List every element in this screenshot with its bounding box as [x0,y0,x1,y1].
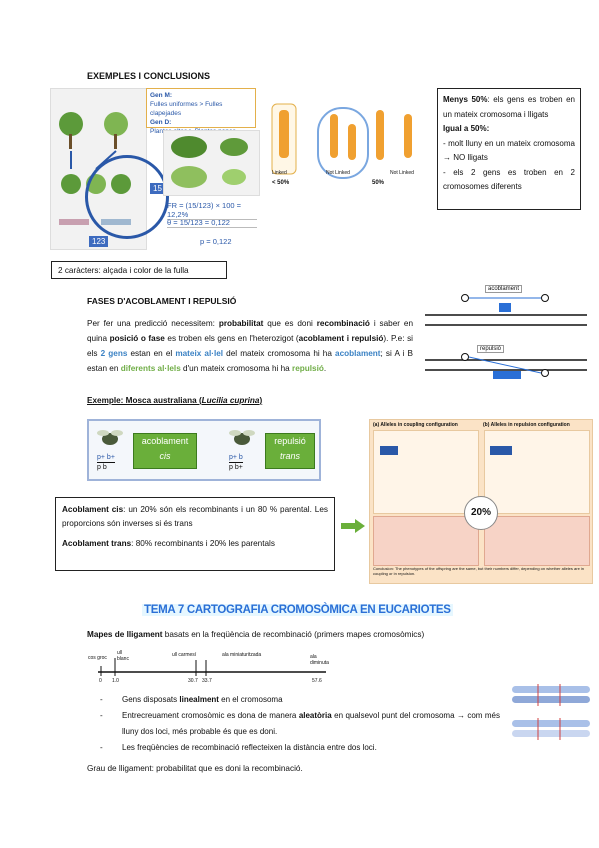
lt50-label: < 50% [272,180,290,186]
characters-caption: 2 caràcters: alçada i color de la fulla [51,261,227,279]
conclusion-line-1: Menys 50%: els gens es troben en un mate… [443,95,575,119]
bullet-2: Entrecreuament cromosòmic es dona de man… [100,708,500,740]
genetic-map: cos groc ull blanc ull carmesí ala minia… [88,648,329,688]
crossover-chromosomes [512,684,590,740]
arrow-right-icon [341,519,365,533]
fig-b-title: (b) Alleles in repulsion configuration [483,422,570,428]
linkage-degree-line: Grau de lligament: probabilitat que es d… [87,764,303,773]
map-pos-33-7: 33.7 [202,678,212,684]
fig-center-percentage: 20% [464,496,498,530]
tema7-title: TEMA 7 CARTOGRAFIA CROMOSÒMICA EN EUCARI… [142,604,453,616]
count-15-badge: 15 [150,183,165,194]
gene-m-label: Gen M: [150,92,173,99]
coupling-cis-text: Acoblament cis: un 20% són els recombina… [62,505,328,528]
bullet-1: Gens disposats linealment en el cromosom… [100,692,500,708]
fig-cis-tag [380,446,398,455]
theta-formula: θ = 15/123 = 0,122 [167,218,257,228]
bullet-3: Les freqüències de recombinació reflecte… [100,740,500,756]
map-label-cos-groc: cos groc [88,655,107,661]
linkage-bullets: Gens disposats linealment en el cromosom… [100,692,500,756]
leaf-phenotypes-figure [163,130,260,196]
map-pos-0: 0 [99,678,102,684]
fr-formula: FR = (15/123) × 100 = 12,2% [167,201,257,220]
coupling-repulsion-figure: (a) Alleles in coupling configuration (b… [369,419,593,584]
genetic-map-line [98,658,326,676]
not-linked-label-1: Not Linked [326,170,350,176]
map-label-ull-blanc: ull blanc [117,650,129,662]
example-heading: Exemple: Mosca australiana (Lucilia cupr… [87,396,263,405]
map-label-ala-diminuta: ala diminuta [310,654,329,666]
map-label-ull-carmesi: ull carmesí [172,652,197,658]
coupling-trans-text: Acoblament trans: 80% recombinants i 20%… [62,539,275,548]
p50-label: 50% [372,180,385,186]
phase-line-diagram: acoblament repulsió [425,285,587,380]
fig-a-title: (a) Alleles in coupling configuration [373,422,458,428]
chromosome-drawings [271,103,412,179]
count-123-badge: 123 [89,236,109,247]
phase-lines [425,294,587,379]
phases-paragraph: Per fer una predicció necessitem: probab… [87,319,414,373]
genotype-trans: p+ b p b+ [229,454,243,471]
linkage-conclusion-box: Menys 50%: els gens es troben en un mate… [437,88,581,210]
fig-trans-tag [490,446,512,455]
fig-panel-b [484,430,590,514]
gene-description-box: Gen M: Fulles uniformes > Fulles clapeja… [146,88,256,135]
acoblament-diagram-label: acoblament [485,285,523,293]
fig-panel-a [373,430,479,514]
map-label-ala-miniaturitzada: ala miniaturitzada [222,652,262,658]
chromosome-linkage-figure: Linked Not Linked Not Linked < 50% 50% [262,100,432,192]
fig-progeny-b [484,516,590,566]
crossover-chromosomes-figure [510,682,592,746]
fly-icon-cis [97,430,123,445]
p-formula: p = 0,122 [200,237,232,246]
map-pos-30-7: 30.7 [188,678,198,684]
section-heading-examples: EXEMPLES I CONCLUSIONS [87,71,211,81]
not-linked-label-2: Not Linked [390,170,414,176]
coupling-summary-box: Acoblament cis: un 20% són els recombina… [55,497,335,571]
fig-progeny-a [373,516,479,566]
gene-m-text: Fulles uniformes > Fulles clapejades [150,101,223,117]
genotype-cis: p+ b+ p b [97,454,115,471]
linked-label: Linked [272,170,287,176]
repulsio-diagram-label: repulsió [477,345,505,353]
section-heading-phases: FASES D'ACOBLAMENT I REPULSIÓ [87,296,237,306]
linkage-maps-line: Mapes de lligament basats en la freqüènc… [87,630,425,639]
map-pos-1: 1.0 [112,678,119,684]
conclusion-line-4: - els 2 gens es troben en 2 cromosomes d… [443,167,575,192]
fig-conclusion: Conclusion: The phenotypes of the offspr… [373,566,585,576]
conclusion-line-3: - molt lluny en un mateix cromosoma → NO… [443,138,575,163]
conclusion-line-2: Igual a 50%: [443,124,490,133]
map-pos-57-6: 57.6 [312,678,322,684]
gene-d-label: Gen D: [150,119,172,126]
fly-icon-trans [229,430,255,445]
leaf-illustrations [171,136,248,188]
recombinant-circle [85,155,169,239]
